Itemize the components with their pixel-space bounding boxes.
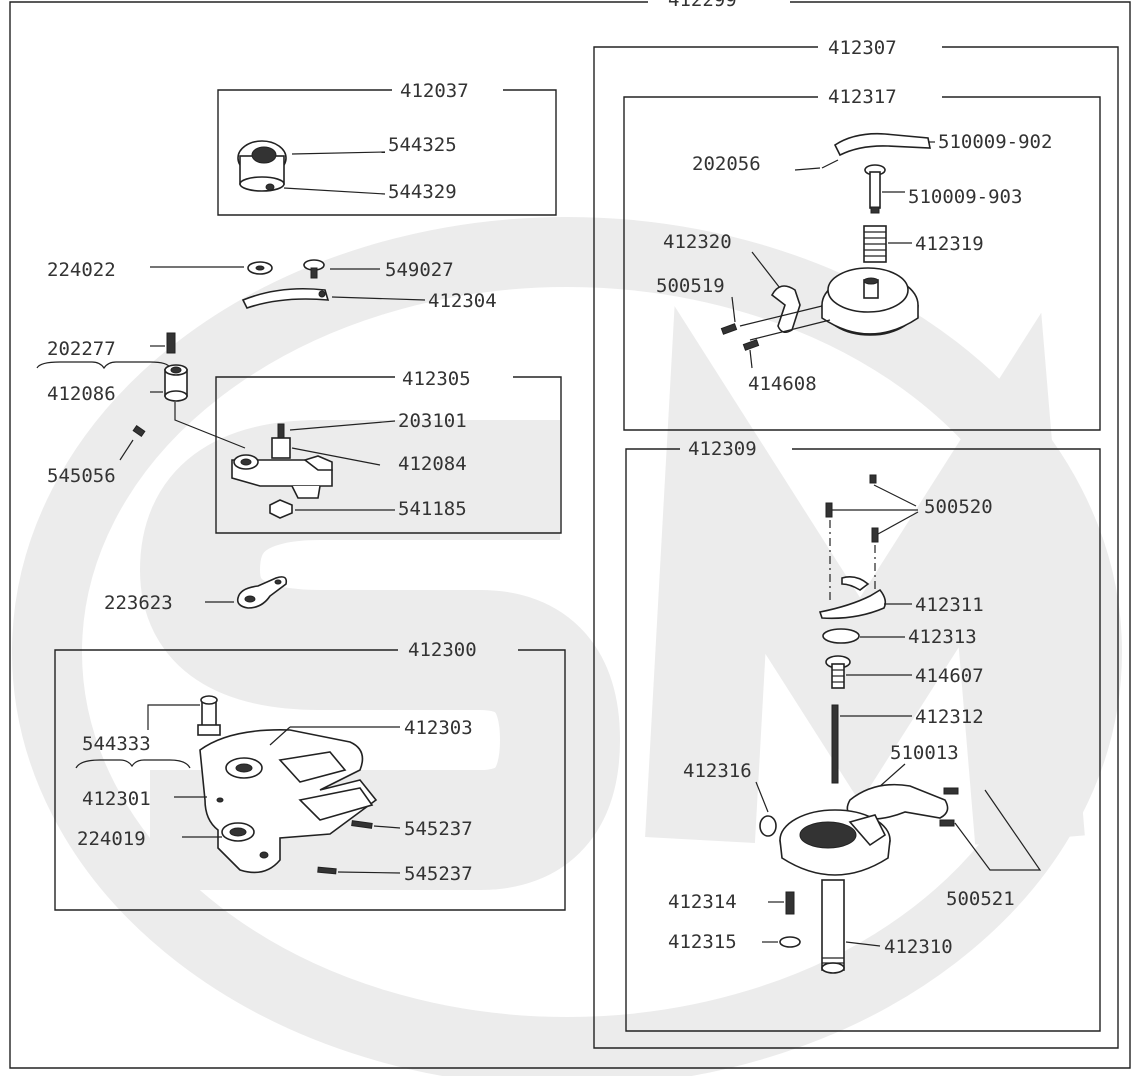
bolt-part	[197, 695, 221, 736]
label-510013: 510013	[890, 742, 959, 764]
label-545237-b: 545237	[404, 863, 473, 885]
nut-part	[269, 499, 293, 519]
label-545237-a: 545237	[404, 818, 473, 840]
screw-part-500520-a	[869, 474, 877, 484]
screw-part-500521-b	[939, 819, 955, 827]
frame-bobbin-case-assembly-label: 412037	[400, 80, 469, 102]
label-510009-902: 510009-902	[938, 131, 1052, 153]
label-412316: 412316	[683, 760, 752, 782]
label-412303: 412303	[404, 717, 473, 739]
frame-right-outer-label: 412307	[828, 37, 897, 59]
label-224022: 224022	[47, 259, 116, 281]
label-544325: 544325	[388, 134, 457, 156]
frame-lower-assembly-label: 412300	[408, 639, 477, 661]
bracket-part	[231, 454, 333, 499]
frame-right-upper: 412317	[623, 86, 1101, 431]
label-500520: 500520	[924, 496, 993, 518]
label-544329: 544329	[388, 181, 457, 203]
label-500521: 500521	[946, 888, 1015, 910]
hook-base-part	[199, 729, 378, 874]
label-412312: 412312	[915, 706, 984, 728]
screw-part-414608	[742, 339, 760, 351]
label-224019: 224019	[77, 828, 146, 850]
screw-part	[303, 259, 325, 279]
pin-part	[166, 332, 176, 354]
screw-part-500520-c	[871, 527, 879, 543]
label-203101: 203101	[398, 410, 467, 432]
disc-part	[822, 628, 860, 644]
spring-part	[863, 225, 887, 263]
hook-screw-part	[785, 891, 795, 915]
gear-part	[237, 140, 287, 192]
label-412086: 412086	[47, 383, 116, 405]
watermark-logo	[12, 217, 1122, 1076]
label-412319: 412319	[915, 233, 984, 255]
stud-part	[271, 423, 291, 459]
label-412320: 412320	[663, 231, 732, 253]
frame-lower-assembly: 412300	[54, 639, 566, 911]
frame-bobbin-case-assembly: 412037	[217, 80, 557, 216]
label-544333: 544333	[82, 733, 151, 755]
frame-middle-assembly: 412305	[215, 368, 562, 534]
label-414607: 414607	[915, 665, 984, 687]
lever-part	[241, 287, 330, 309]
label-412304: 412304	[428, 290, 497, 312]
label-500519: 500519	[656, 275, 725, 297]
label-414608: 414608	[748, 373, 817, 395]
plunger-part	[864, 164, 886, 214]
frame-top-label: 412299	[668, 0, 737, 11]
label-202277: 202277	[47, 338, 116, 360]
label-202056: 202056	[692, 153, 761, 175]
screw-part-500521-a	[943, 787, 959, 795]
label-541185: 541185	[398, 498, 467, 520]
label-549027: 549027	[385, 259, 454, 281]
label-412314: 412314	[668, 891, 737, 913]
adjust-screw-part	[825, 655, 851, 689]
frame-right-lower: 412309	[625, 438, 1101, 1032]
label-412310: 412310	[884, 936, 953, 958]
frame-right-lower-label: 412309	[688, 438, 757, 460]
label-412301: 412301	[82, 788, 151, 810]
link-part	[236, 576, 288, 609]
frame-right-outer: 412307	[593, 37, 1119, 1049]
felt-pad-part	[779, 936, 801, 948]
label-412084: 412084	[398, 453, 467, 475]
setscrew-part-b	[317, 866, 337, 875]
tension-spring-part	[818, 576, 887, 620]
felt-part	[759, 815, 777, 837]
collar-part	[164, 364, 188, 402]
frame-top: 412299	[9, 0, 1131, 1069]
bobbin-case-part	[739, 267, 919, 341]
label-545056: 545056	[47, 465, 116, 487]
label-412315: 412315	[668, 931, 737, 953]
frame-middle-assembly-label: 412305	[402, 368, 471, 390]
setscrew-part-a	[351, 820, 373, 829]
label-223623: 223623	[104, 592, 173, 614]
setscrew-part	[132, 424, 146, 438]
rotating-hook-part	[779, 809, 891, 974]
screw-part-500520-b	[825, 502, 833, 518]
label-510009-903: 510009-903	[908, 186, 1022, 208]
thread-guide-part	[831, 704, 839, 784]
screw-part-500519	[720, 323, 738, 335]
latch-part	[833, 132, 931, 157]
frame-right-upper-label: 412317	[828, 86, 897, 108]
label-412313: 412313	[908, 626, 977, 648]
label-412311: 412311	[915, 594, 984, 616]
